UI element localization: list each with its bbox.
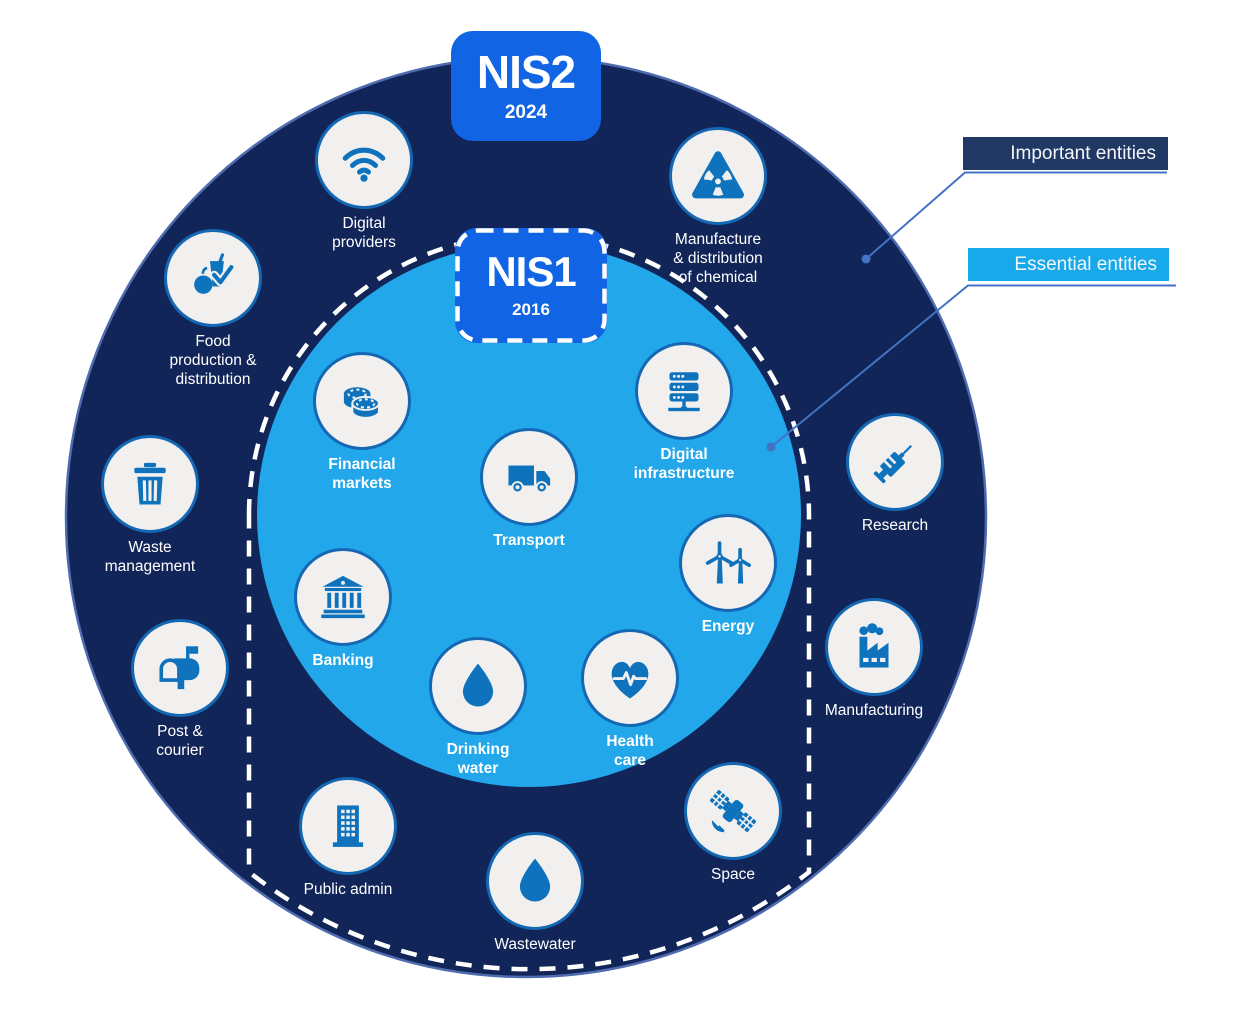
sector-circle	[635, 342, 733, 440]
sector-drinking-water: Drinking water	[429, 637, 527, 777]
sector-space: Space	[684, 762, 782, 883]
legend-important-label: Important entities	[1010, 142, 1156, 164]
sector-research: Research	[846, 413, 944, 534]
radiation-icon	[689, 147, 747, 205]
sector-chemical-manufacture: Manufacture & distribution of chemical	[669, 127, 767, 286]
nis1-badge-dashed-border	[455, 228, 607, 343]
sector-post-courier: Post & courier	[131, 619, 229, 759]
sector-circle	[825, 598, 923, 696]
sector-wastewater: Wastewater	[486, 832, 584, 953]
sector-digital-infrastructure: Digital infrastructure	[634, 342, 734, 482]
coins-icon	[333, 372, 391, 430]
legend-important-entities: Important entities	[963, 137, 1168, 170]
building-icon	[319, 797, 377, 855]
sector-label: Waste management	[104, 539, 196, 576]
sector-transport: Transport	[480, 428, 578, 549]
sector-label: Research	[861, 517, 929, 534]
sector-label: Digital providers	[332, 215, 396, 252]
nis1-badge: NIS1 2016	[455, 228, 607, 343]
legend-essential-label: Essential entities	[1014, 253, 1157, 275]
essential-connector-dot	[766, 442, 776, 452]
important-connector-line	[865, 171, 1167, 260]
sector-circle	[315, 111, 413, 209]
sector-label: Banking	[312, 652, 374, 669]
sector-food-production: Food production & distribution	[164, 229, 262, 388]
sector-label: Drinking water	[446, 741, 510, 778]
syringe-icon	[866, 433, 924, 491]
sector-label: Energy	[701, 618, 755, 635]
sector-label: Public admin	[303, 881, 393, 898]
server-icon	[655, 362, 713, 420]
nis2-year: 2024	[504, 101, 548, 123]
sector-circle	[684, 762, 782, 860]
sector-label: Food production & distribution	[169, 333, 257, 389]
sector-label: Manufacture & distribution of chemical	[673, 231, 763, 287]
sector-circle	[131, 619, 229, 717]
sector-circle	[846, 413, 944, 511]
sector-financial-markets: Financial markets	[313, 352, 411, 492]
sector-digital-providers: Digital providers	[315, 111, 413, 251]
nis1-title: NIS1	[486, 248, 576, 295]
sector-label: Digital infrastructure	[633, 446, 735, 483]
sector-circle	[581, 629, 679, 727]
sector-label: Post & courier	[156, 723, 204, 760]
sector-circle	[486, 832, 584, 930]
sector-circle	[669, 127, 767, 225]
sector-circle	[101, 435, 199, 533]
truck-icon	[500, 448, 558, 506]
food-check-icon	[184, 249, 242, 307]
factory-icon	[845, 618, 903, 676]
sector-label: Space	[711, 866, 755, 883]
nis1-year: 2016	[512, 300, 550, 319]
water-drop-icon	[506, 852, 564, 910]
sector-circle	[164, 229, 262, 327]
sector-label: Wastewater	[494, 936, 576, 953]
important-connector-dot	[861, 254, 871, 264]
sector-circle	[679, 514, 777, 612]
sector-health-care: Health care	[581, 629, 679, 769]
sector-circle	[294, 548, 392, 646]
sector-banking: Banking	[294, 548, 392, 669]
water-drop-icon	[449, 657, 507, 715]
sector-label: Transport	[493, 532, 565, 549]
legend-essential-entities: Essential entities	[968, 248, 1169, 281]
sector-circle	[299, 777, 397, 875]
bank-icon	[314, 568, 372, 626]
sector-circle	[480, 428, 578, 526]
trash-icon	[121, 455, 179, 513]
sector-public-admin: Public admin	[299, 777, 397, 898]
essential-connector-line	[770, 284, 1176, 448]
sector-energy: Energy	[679, 514, 777, 635]
nis2-badge: NIS2 2024	[451, 31, 601, 141]
wifi-icon	[335, 131, 393, 189]
sector-circle	[313, 352, 411, 450]
sector-waste-management: Waste management	[101, 435, 199, 575]
sector-label: Manufacturing	[824, 702, 924, 719]
sector-manufacturing: Manufacturing	[825, 598, 923, 719]
heart-pulse-icon	[601, 649, 659, 707]
satellite-icon	[704, 782, 762, 840]
sector-circle	[429, 637, 527, 735]
sector-label: Health care	[606, 733, 654, 770]
wind-turbine-icon	[699, 534, 757, 592]
sector-label: Financial markets	[328, 456, 396, 493]
essential-boundary-dashed-line	[246, 232, 812, 972]
nis2-title: NIS2	[476, 45, 576, 98]
mailbox-icon	[151, 639, 209, 697]
